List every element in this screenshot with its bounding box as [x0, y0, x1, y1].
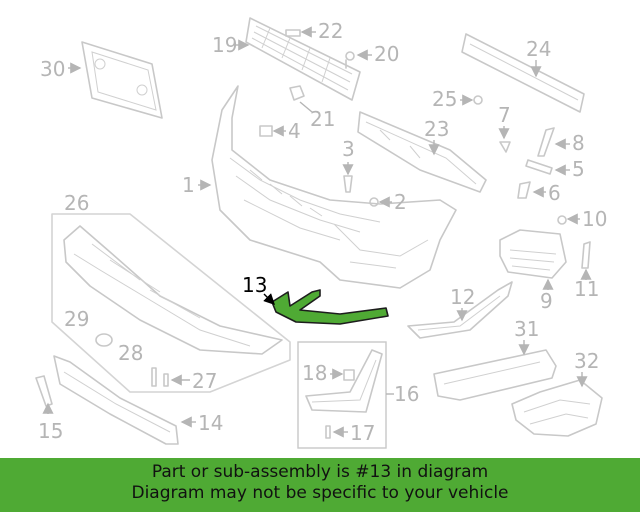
label-29: 29 — [64, 307, 89, 331]
label-13: 13 — [242, 273, 267, 297]
part-7-clip — [499, 141, 511, 153]
part-21-nut — [289, 85, 305, 101]
part-22-clip — [285, 29, 301, 37]
part-16-assembly-box — [297, 341, 387, 449]
part-23-absorber — [357, 111, 487, 193]
label-2: 2 — [394, 190, 407, 214]
part-18-clip — [343, 369, 355, 381]
part-13-splitter — [271, 289, 389, 325]
label-9: 9 — [540, 289, 553, 313]
label-22: 22 — [318, 19, 343, 43]
label-5: 5 — [572, 157, 585, 181]
label-25: 25 — [432, 87, 457, 111]
label-20: 20 — [374, 42, 399, 66]
part-10-bolt — [557, 215, 567, 225]
part-9-fog-bezel — [499, 229, 567, 279]
banner-line-2: Diagram may not be specific to your vehi… — [131, 483, 509, 503]
label-23: 23 — [424, 117, 449, 141]
label-3: 3 — [342, 137, 355, 161]
part-31-deflector — [433, 349, 557, 401]
label-31: 31 — [514, 317, 539, 341]
part-14-valance — [53, 355, 179, 445]
label-27: 27 — [192, 369, 217, 393]
label-7: 7 — [498, 103, 511, 127]
label-16: 16 — [394, 382, 419, 406]
part-25-bolt — [473, 95, 483, 105]
label-26: 26 — [64, 191, 89, 215]
info-banner: Part or sub-assembly is #13 in diagram D… — [0, 458, 640, 512]
label-1: 1 — [182, 173, 195, 197]
part-11-trim — [581, 241, 591, 269]
label-14: 14 — [198, 411, 223, 435]
part-1-bumper-cover — [211, 85, 457, 289]
part-27-screw — [163, 373, 169, 387]
part-20-screw — [345, 51, 355, 69]
label-28: 28 — [118, 341, 143, 365]
label-18: 18 — [302, 361, 327, 385]
label-24: 24 — [526, 37, 551, 61]
part-30-license-bracket — [81, 41, 163, 119]
label-8: 8 — [572, 131, 585, 155]
label-30: 30 — [40, 57, 65, 81]
part-19-upper-grille — [245, 17, 361, 101]
part-8-trim — [537, 127, 555, 157]
part-6-clip — [517, 181, 531, 199]
parts-diagram: 30 19 22 20 21 24 25 23 4 3 — [35, 17, 607, 449]
label-32: 32 — [574, 349, 599, 373]
banner-line-1: Part or sub-assembly is #13 in diagram — [151, 462, 489, 482]
part-15-trim — [35, 375, 53, 407]
label-11: 11 — [574, 277, 599, 301]
label-4: 4 — [288, 119, 301, 143]
part-3-bolt — [343, 175, 353, 193]
part-5-bracket — [525, 159, 553, 175]
part-28-bolt — [151, 367, 157, 387]
part-2-screw — [369, 197, 379, 207]
part-4-clip — [259, 125, 273, 137]
label-21: 21 — [310, 107, 335, 131]
label-15: 15 — [38, 419, 63, 443]
label-17: 17 — [350, 421, 375, 445]
part-29-cap — [95, 333, 113, 347]
label-12: 12 — [450, 285, 475, 309]
label-10: 10 — [582, 207, 607, 231]
part-32-air-duct — [511, 379, 603, 437]
part-26-lower-grille — [51, 213, 291, 393]
label-6: 6 — [548, 181, 561, 205]
part-24-reinforcement — [461, 33, 585, 113]
part-17-screw — [325, 425, 331, 439]
label-19: 19 — [212, 33, 237, 57]
